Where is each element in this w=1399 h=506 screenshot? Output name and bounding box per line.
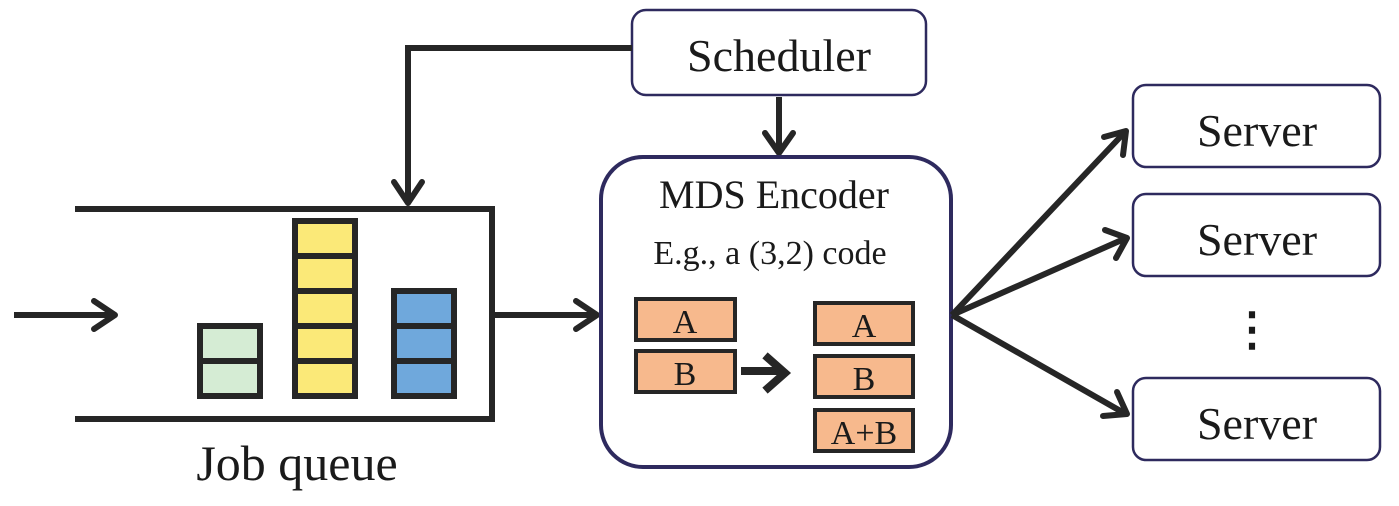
input-chunk: A xyxy=(634,297,737,342)
server-label: Server xyxy=(1197,214,1317,265)
input-chunk: B xyxy=(634,349,737,394)
job-block xyxy=(292,358,358,399)
server-label: Server xyxy=(1197,105,1317,156)
scheduler-label: Scheduler xyxy=(687,30,871,81)
job-block xyxy=(391,358,457,399)
queue-job xyxy=(391,288,457,399)
output-chunk: A+B xyxy=(813,408,915,453)
job-block xyxy=(292,288,358,329)
queue-job xyxy=(292,218,358,399)
server-box: Server xyxy=(1131,83,1382,169)
server-label: Server xyxy=(1197,398,1317,449)
job-block xyxy=(197,358,263,399)
incoming-job-arrow xyxy=(14,298,118,332)
arrow-to-server-1 xyxy=(949,130,1127,318)
output-chunk: B xyxy=(813,354,915,399)
encoder-to-server-arrows xyxy=(949,128,1130,419)
encoder-title: MDS Encoder xyxy=(659,172,889,217)
input-chunk-label: A xyxy=(673,304,698,341)
scheduler-box: Scheduler xyxy=(630,8,928,97)
queue-job xyxy=(197,323,263,399)
output-chunk-label: B xyxy=(853,361,876,398)
scheduler-to-queue-arrow xyxy=(391,45,632,206)
output-chunk-label: A+B xyxy=(831,415,897,452)
job-block xyxy=(391,288,457,329)
mds-encoder-box: MDS Encoder E.g., a (3,2) code A B A B A… xyxy=(599,155,953,469)
scheduler-to-encoder-arrow xyxy=(762,97,796,156)
encoder-subtitle: E.g., a (3,2) code xyxy=(653,235,886,272)
servers-ellipsis: ⋮ xyxy=(1229,304,1275,355)
output-chunk-label: A xyxy=(852,308,877,345)
job-queue: Job queue xyxy=(75,206,495,491)
arrow-to-server-2 xyxy=(950,236,1126,318)
output-chunk: A xyxy=(813,301,915,346)
encode-arrow xyxy=(741,352,792,394)
job-block xyxy=(292,253,358,294)
input-chunk-label: B xyxy=(674,356,697,393)
job-block xyxy=(391,323,457,364)
queue-to-encoder-arrow xyxy=(492,298,600,332)
queue-jobs xyxy=(197,218,457,399)
job-block xyxy=(197,323,263,364)
job-queue-label: Job queue xyxy=(196,435,397,491)
job-block xyxy=(292,218,358,259)
server-box: Server xyxy=(1131,192,1382,278)
server-box: Server xyxy=(1131,376,1382,462)
arrow-to-server-3 xyxy=(950,312,1126,416)
job-block xyxy=(292,323,358,364)
